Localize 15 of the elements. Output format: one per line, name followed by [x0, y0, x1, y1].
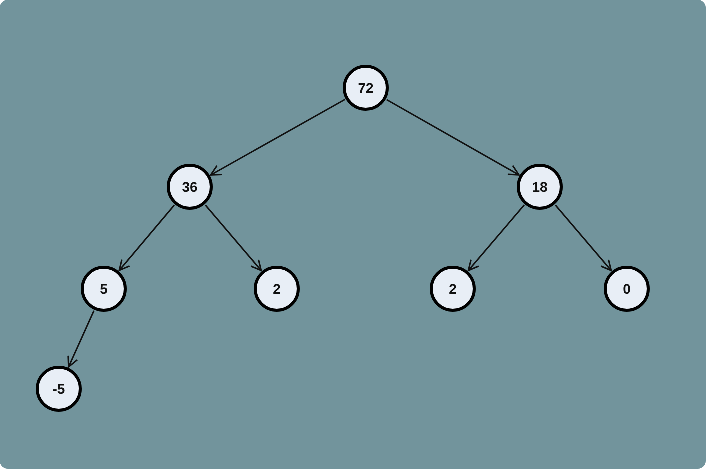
node-value: 18: [532, 179, 548, 195]
arrow: [68, 310, 95, 368]
arrow: [118, 204, 176, 272]
arrow: [386, 99, 520, 176]
node-value: 5: [100, 281, 108, 297]
node-value: 36: [182, 179, 198, 195]
arrow: [468, 204, 525, 272]
node-value: 2: [449, 281, 457, 297]
node-value: 0: [623, 281, 631, 297]
arrow: [205, 204, 262, 272]
arrow: [555, 204, 612, 272]
node-value: -5: [52, 381, 66, 397]
arrow: [210, 99, 346, 176]
node-value: 2: [273, 281, 281, 297]
node-value: 72: [358, 80, 374, 96]
